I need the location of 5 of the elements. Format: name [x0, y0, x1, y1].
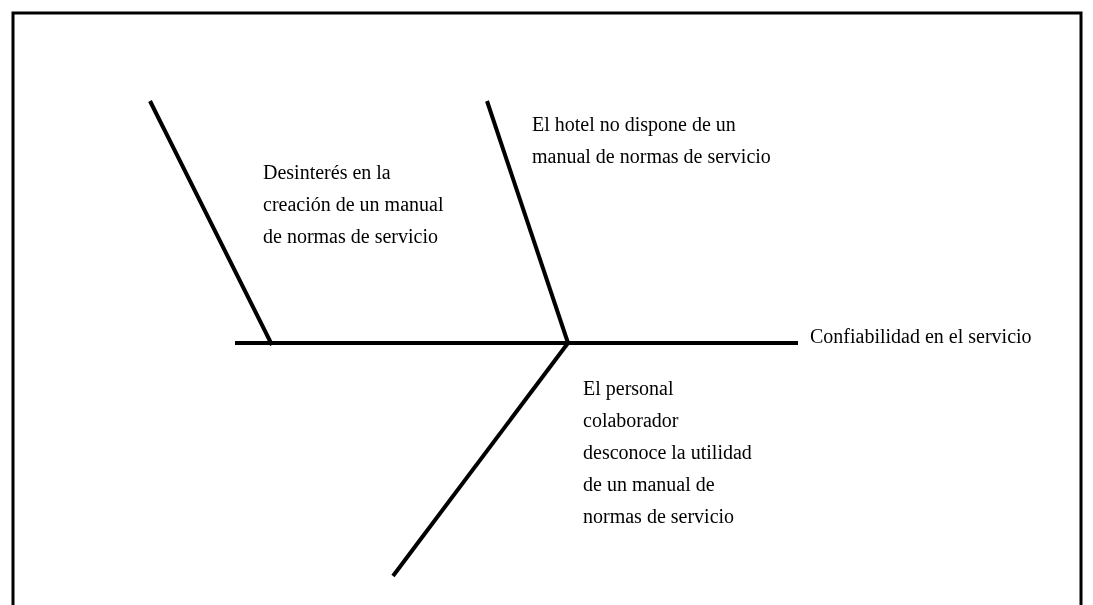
cause-text: El hotel no dispone de un manual de normas de servicio	[532, 108, 772, 172]
cause-text: Desinterés en la creación de un manual de normas de servicio	[263, 156, 463, 252]
spine-line	[235, 341, 798, 345]
effect-text: Confiabilidad en el servicio	[810, 320, 1050, 352]
cause-text: El personal colaborador desconoce la utilidad de un manual de normas de servicio	[583, 372, 753, 532]
